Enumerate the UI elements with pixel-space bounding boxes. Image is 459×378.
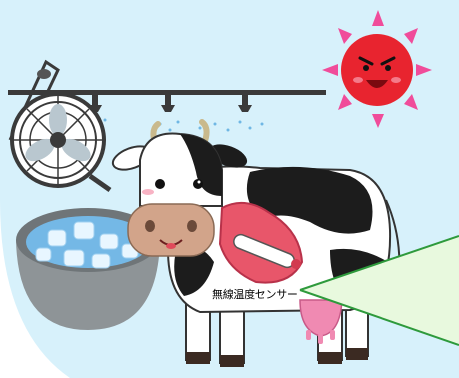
electric-fan-icon: [8, 59, 112, 193]
sensor-label: 無線温度センサー: [212, 288, 298, 301]
thermometer-sensor-icon: [233, 233, 301, 269]
angry-sun-icon: [322, 10, 432, 128]
cow-head: [111, 119, 248, 257]
water-basin-icon: [16, 208, 160, 330]
sprinkler-pipe: [8, 90, 326, 132]
sensor-callout: [299, 235, 459, 346]
